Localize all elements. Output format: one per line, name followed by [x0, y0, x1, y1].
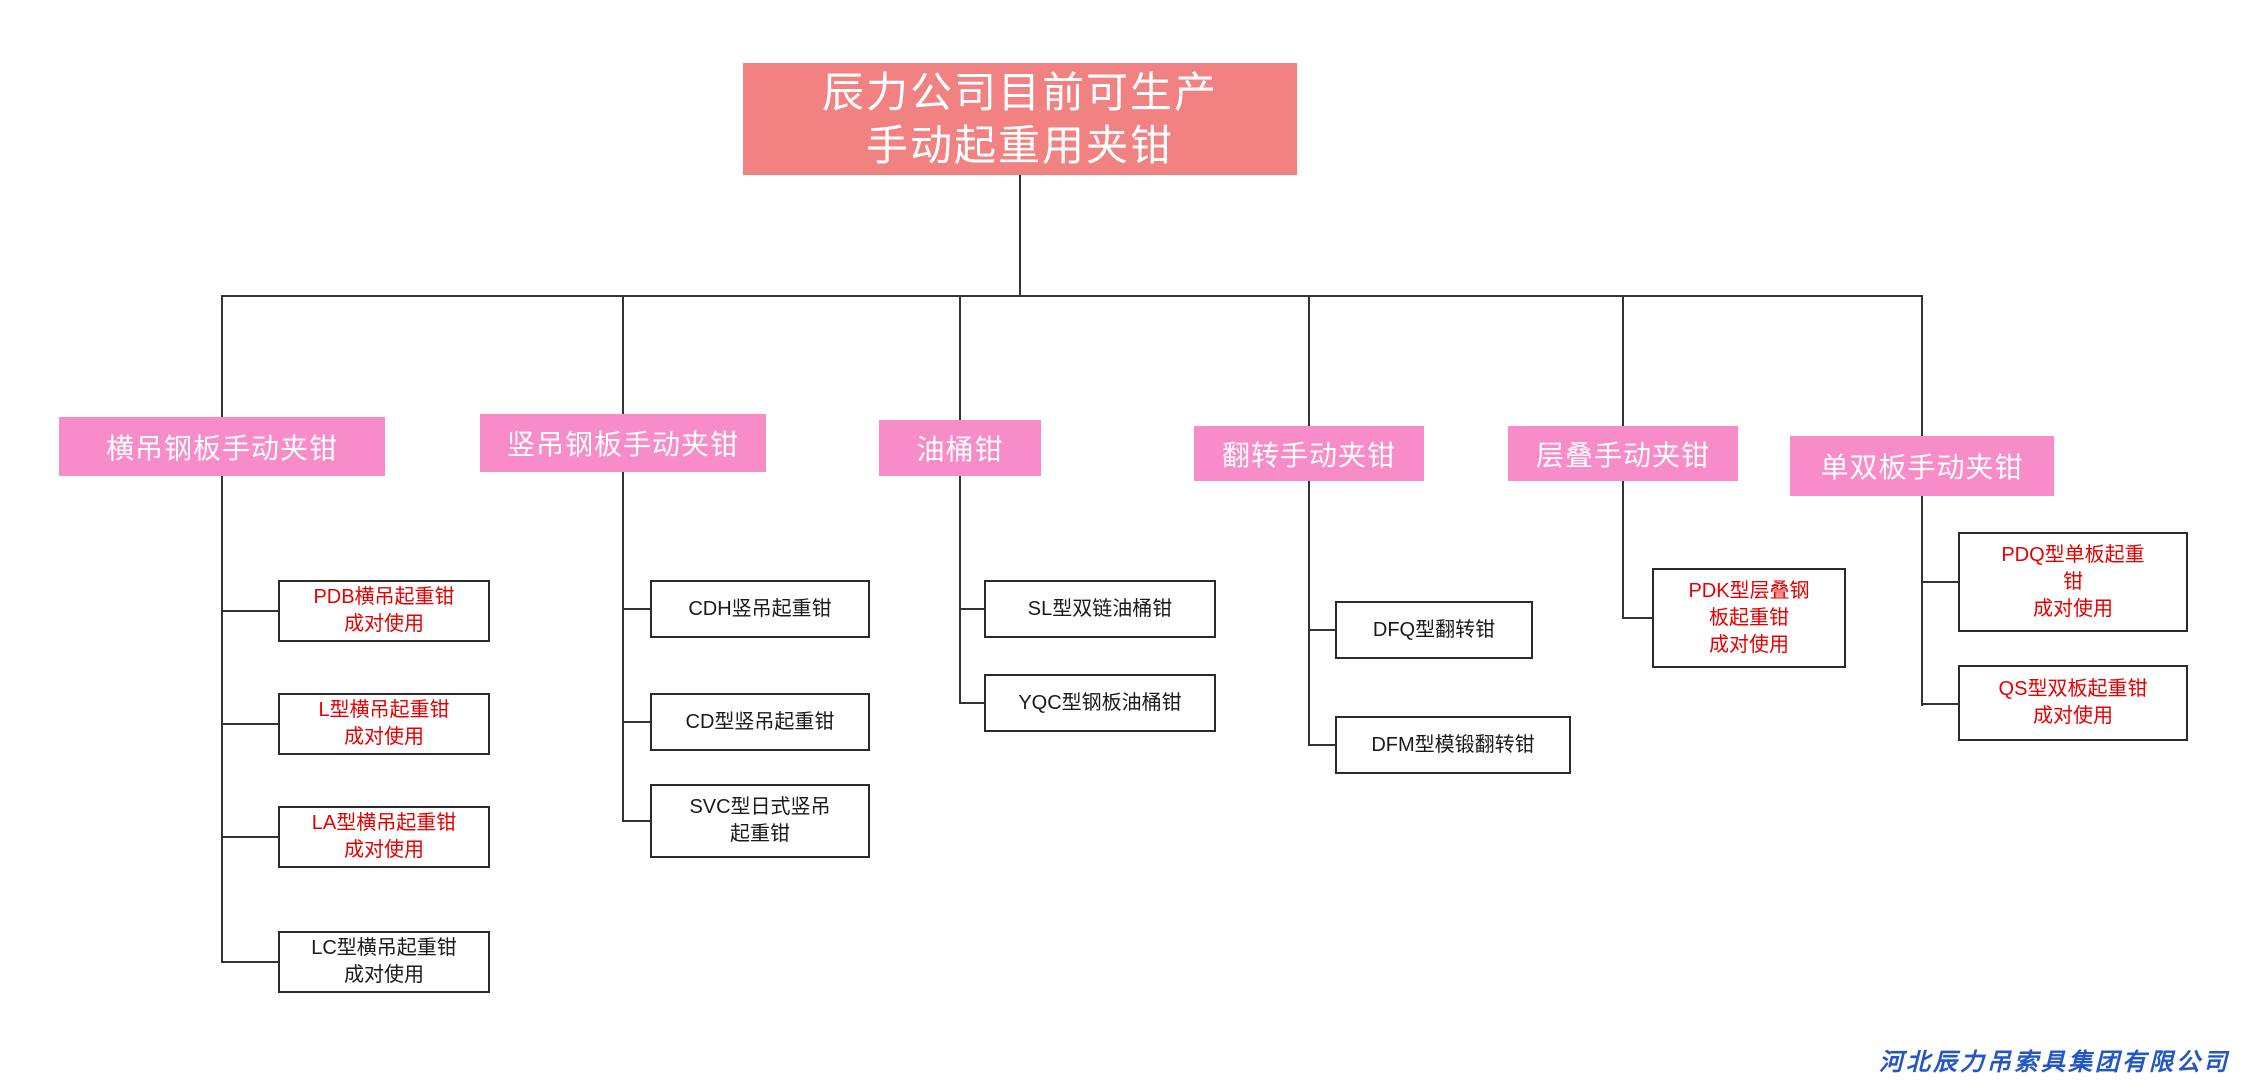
- connector-line: [622, 608, 650, 610]
- leaf-line: LA型横吊起重钳: [311, 812, 457, 834]
- leaf-line: CDH竖吊起重钳: [688, 597, 832, 620]
- connector-line: [221, 961, 278, 963]
- leaf-line: 成对使用: [2033, 705, 2113, 727]
- connector-line: [221, 610, 278, 612]
- leaf-line: 成对使用: [344, 839, 424, 861]
- leaf-node: PDK型层叠钢 板起重钳 成对使用: [1652, 568, 1846, 668]
- leaf-line: DFQ型翻转钳: [1372, 618, 1496, 641]
- leaf-node: SL型双链油桶钳: [984, 580, 1216, 638]
- leaf-line: DFM型模锻翻转钳: [1371, 733, 1535, 756]
- leaf-node: PDQ型单板起重 钳 成对使用: [1958, 532, 2188, 632]
- leaf-node: SVC型日式竖吊 起重钳: [650, 784, 870, 858]
- connector-line: [1622, 617, 1652, 619]
- leaf-line: 成对使用: [344, 726, 424, 748]
- leaf-line: QS型双板起重钳: [1998, 678, 2148, 700]
- leaf-line: 成对使用: [344, 964, 424, 986]
- leaf-line: 起重钳: [730, 823, 790, 845]
- connector-line: [221, 295, 1923, 297]
- leaf-line: 板起重钳: [1709, 606, 1789, 629]
- connector-line: [1921, 581, 1958, 583]
- leaf-node: YQC型钢板油桶钳: [984, 674, 1216, 732]
- connector-line: [221, 836, 278, 838]
- connector-line: [959, 702, 984, 704]
- connector-line: [221, 723, 278, 725]
- connector-line: [1308, 629, 1335, 631]
- leaf-line: 成对使用: [1709, 633, 1789, 656]
- connector-line: [622, 721, 650, 723]
- leaf-line: PDQ型单板起重: [2001, 543, 2145, 566]
- leaf-node: DFQ型翻转钳: [1335, 601, 1533, 659]
- leaf-node: CD型竖吊起重钳: [650, 693, 870, 751]
- leaf-node: PDB横吊起重钳 成对使用: [278, 580, 490, 642]
- connector-line: [221, 295, 223, 417]
- connector-line: [959, 295, 961, 420]
- connector-line: [221, 476, 223, 963]
- leaf-line: 成对使用: [2033, 597, 2113, 620]
- connector-line: [622, 820, 650, 822]
- root-node-line1: 辰力公司目前可生产: [821, 69, 1218, 116]
- leaf-line: LC型横吊起重钳: [311, 937, 457, 959]
- leaf-node: LC型横吊起重钳 成对使用: [278, 931, 490, 993]
- connector-line: [1308, 481, 1310, 746]
- leaf-node: QS型双板起重钳 成对使用: [1958, 665, 2188, 741]
- leaf-line: PDB横吊起重钳: [313, 586, 455, 608]
- leaf-node: L型横吊起重钳 成对使用: [278, 693, 490, 755]
- connector-line: [622, 295, 624, 414]
- connector-line: [1308, 295, 1310, 426]
- category-node-4: 翻转手动夹钳: [1194, 426, 1424, 481]
- connector-line: [1921, 703, 1958, 705]
- category-node-6: 单双板手动夹钳: [1790, 436, 2054, 496]
- category-node-1: 横吊钢板手动夹钳: [59, 417, 385, 476]
- category-node-3: 油桶钳: [879, 420, 1041, 476]
- connector-line: [1308, 744, 1335, 746]
- leaf-line: CD型竖吊起重钳: [685, 710, 835, 733]
- connector-line: [1921, 295, 1923, 436]
- leaf-node: DFM型模锻翻转钳: [1335, 716, 1571, 774]
- connector-line: [1921, 496, 1923, 706]
- leaf-line: YQC型钢板油桶钳: [1018, 691, 1182, 714]
- leaf-line: L型横吊起重钳: [318, 699, 450, 721]
- leaf-line: SL型双链油桶钳: [1027, 597, 1173, 620]
- connector-line: [959, 608, 984, 610]
- connector-line: [959, 476, 961, 704]
- connector-line: [1622, 481, 1624, 619]
- leaf-line: 钳: [2063, 570, 2083, 593]
- leaf-line: PDK型层叠钢: [1688, 579, 1810, 602]
- connector-line: [622, 472, 624, 822]
- connector-line: [1019, 175, 1021, 296]
- root-node: 辰力公司目前可生产 手动起重用夹钳: [743, 63, 1297, 175]
- leaf-line: SVC型日式竖吊: [689, 796, 831, 818]
- leaf-node: CDH竖吊起重钳: [650, 580, 870, 638]
- leaf-line: 成对使用: [344, 613, 424, 635]
- leaf-node: LA型横吊起重钳 成对使用: [278, 806, 490, 868]
- root-node-line2: 手动起重用夹钳: [865, 122, 1174, 169]
- connector-line: [1622, 295, 1624, 426]
- category-node-5: 层叠手动夹钳: [1508, 426, 1738, 481]
- category-node-2: 竖吊钢板手动夹钳: [480, 414, 766, 472]
- company-watermark: 河北辰力吊索具集团有限公司: [1879, 1047, 2230, 1076]
